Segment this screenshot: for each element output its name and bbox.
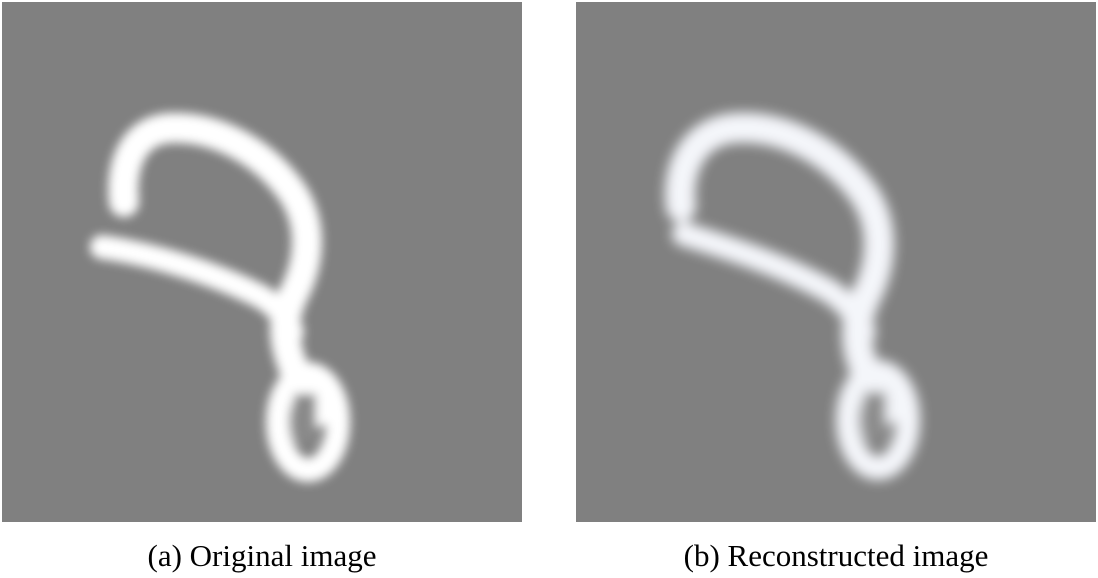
- original-image-background: [2, 2, 522, 522]
- reconstructed-digit-stroke: [665, 112, 920, 480]
- original-image-caption: (a) Original image: [147, 538, 377, 573]
- reconstructed-image-background: [576, 2, 1096, 522]
- original-image-panel: [2, 2, 522, 522]
- original-digit-stroke: [90, 112, 350, 482]
- reconstructed-image-caption: (b) Reconstructed image: [683, 538, 989, 573]
- reconstructed-digit-image: [576, 2, 1096, 522]
- original-digit-image: [2, 2, 522, 522]
- reconstructed-image-panel: [576, 2, 1096, 522]
